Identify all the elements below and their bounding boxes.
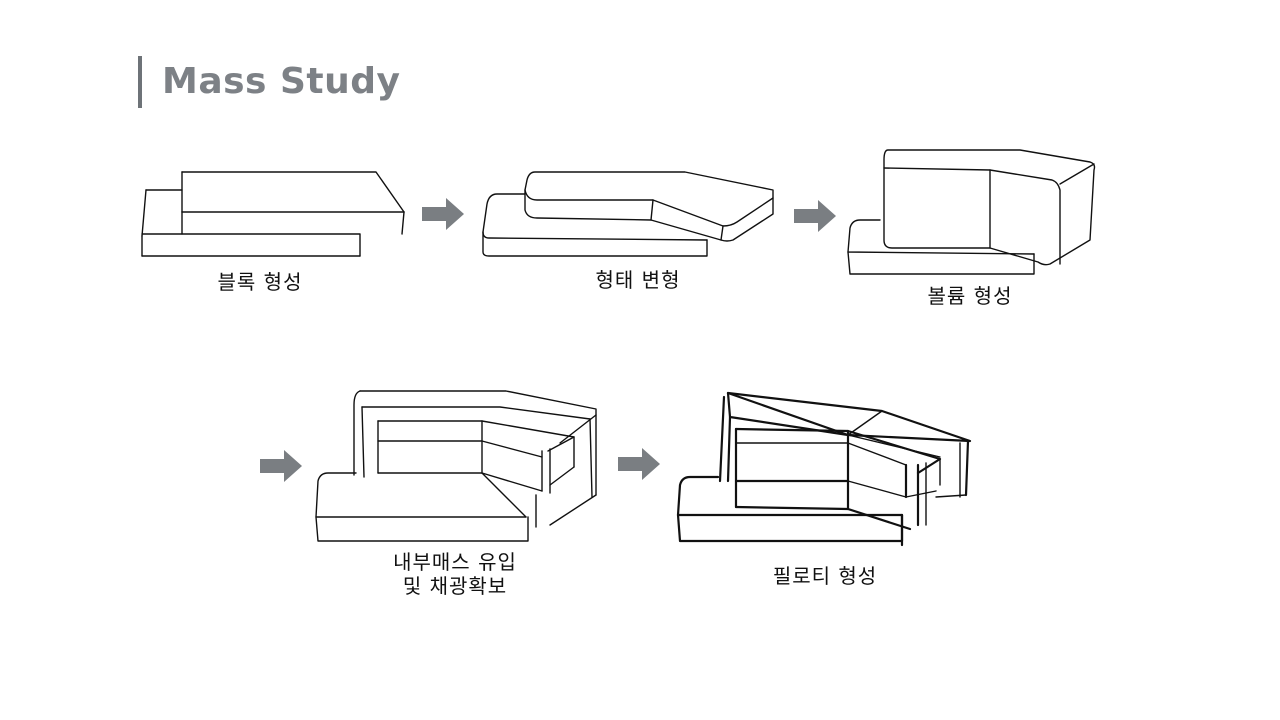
step-label-inner-mass-line1: 내부매스 유입	[393, 550, 517, 574]
step-label-volume: 볼륨 형성	[927, 284, 1013, 308]
step-label-piloti: 필로티 형성	[772, 564, 878, 588]
arrow-right-icon	[260, 450, 302, 482]
mass-sketch-transform	[482, 171, 774, 257]
mass-sketch-block	[141, 171, 405, 257]
step-label-block: 블록 형성	[217, 270, 303, 294]
mass-sketch-inner-mass	[315, 390, 597, 542]
mass-sketch-piloti	[676, 391, 972, 547]
arrow-right-icon	[422, 198, 464, 230]
step-label-inner-mass-line2: 및 채광확보	[402, 574, 508, 598]
arrow-right-icon	[794, 200, 836, 232]
title-accent-bar	[138, 56, 142, 108]
mass-sketch-volume	[847, 149, 1096, 275]
page-title: Mass Study	[162, 61, 401, 102]
step-label-transform: 형태 변형	[595, 268, 681, 292]
step-label-inner-mass: 내부매스 유입 및 채광확보	[370, 550, 540, 598]
arrow-right-icon	[618, 448, 660, 480]
